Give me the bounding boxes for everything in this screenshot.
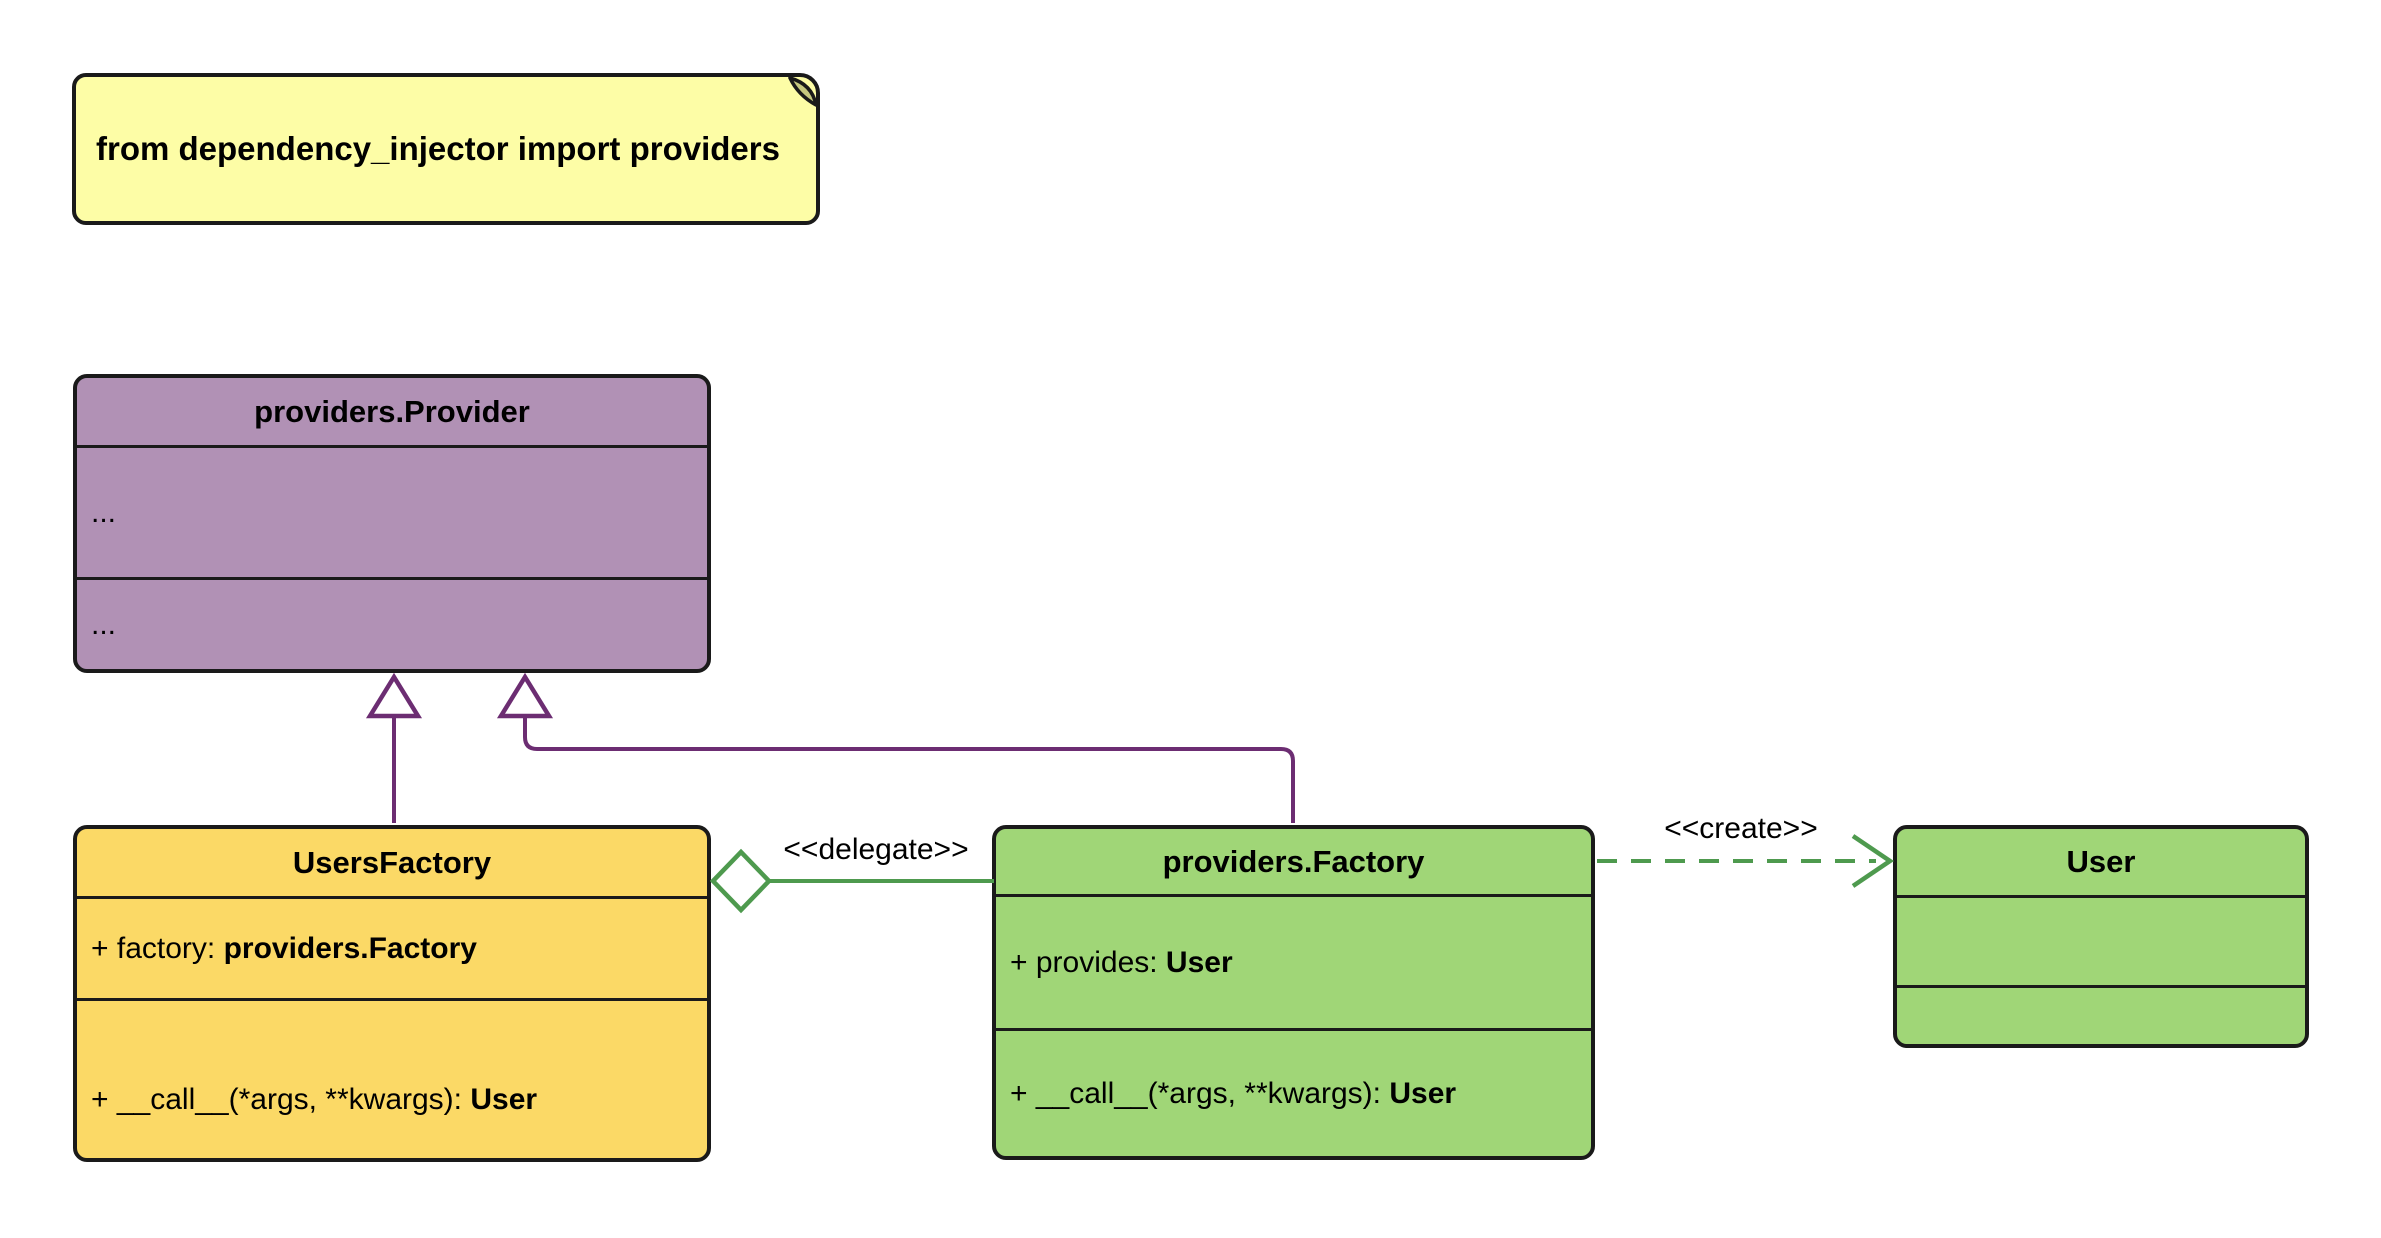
method-row: + __call__(*args, **kwargs): User (91, 1081, 707, 1119)
create-stereotype-label: <<create>> (1664, 812, 1818, 845)
class-title-text: providers.Provider (254, 393, 530, 429)
delegate-stereotype-label: <<delegate>> (783, 833, 969, 866)
class-attributes-compartment: ... (77, 445, 707, 577)
class-methods-compartment (1897, 985, 2305, 1044)
ellipsis-text: ... (91, 495, 117, 529)
inheritance-triangle-icon (496, 672, 554, 719)
class-title-text: User (2066, 844, 2136, 879)
inheritance-triangle-icon (365, 672, 423, 719)
attribute-type: User (1165, 945, 1233, 979)
method-row: ... (91, 606, 707, 644)
class-title: UsersFactory (77, 829, 707, 896)
class-methods-compartment: ... (77, 577, 707, 669)
class-title-text: providers.Factory (1162, 843, 1425, 879)
class-box-providers-factory: providers.Factory + provides: User + __c… (992, 825, 1595, 1160)
open-arrowhead-icon (1851, 834, 1895, 888)
attribute-type: providers.Factory (223, 931, 477, 965)
attribute-row: + provides: User (1010, 944, 1591, 982)
method-row: + __call__(*args, **kwargs): User (1010, 1075, 1591, 1113)
ellipsis-text: ... (91, 607, 117, 641)
method-return-type: User (470, 1083, 538, 1116)
attribute-name: + provides: (1010, 945, 1166, 979)
attribute-name: + factory: (91, 931, 224, 965)
method-signature: + __call__(*args, **kwargs): (1010, 1076, 1390, 1110)
class-methods-compartment: + __call__(*args, **kwargs): User (996, 1028, 1591, 1156)
class-box-users-factory: UsersFactory + factory: providers.Factor… (73, 825, 711, 1162)
class-attributes-compartment: + provides: User (996, 894, 1591, 1028)
class-title-text: UsersFactory (292, 844, 492, 880)
aggregation-diamond-icon (709, 848, 773, 914)
class-box-user: User (1893, 825, 2309, 1048)
class-methods-compartment: + __call__(*args, **kwargs): User (77, 998, 707, 1158)
method-signature: + __call__(*args, **kwargs): (91, 1083, 471, 1116)
attribute-row: + factory: providers.Factory (91, 930, 707, 968)
attribute-row: ... (91, 494, 707, 532)
class-box-providers-provider: providers.Provider ... ... (73, 374, 711, 673)
note-box: from dependency_injector import provider… (72, 73, 820, 225)
inheritance-line-factory (523, 716, 1295, 823)
note-text: from dependency_injector import provider… (96, 130, 780, 167)
class-attributes-compartment (1897, 895, 2305, 985)
class-attributes-compartment: + factory: providers.Factory (77, 896, 707, 998)
method-return-type: User (1389, 1076, 1457, 1110)
class-title: providers.Factory (996, 829, 1591, 894)
class-title: User (1897, 829, 2305, 895)
class-title: providers.Provider (77, 378, 707, 445)
